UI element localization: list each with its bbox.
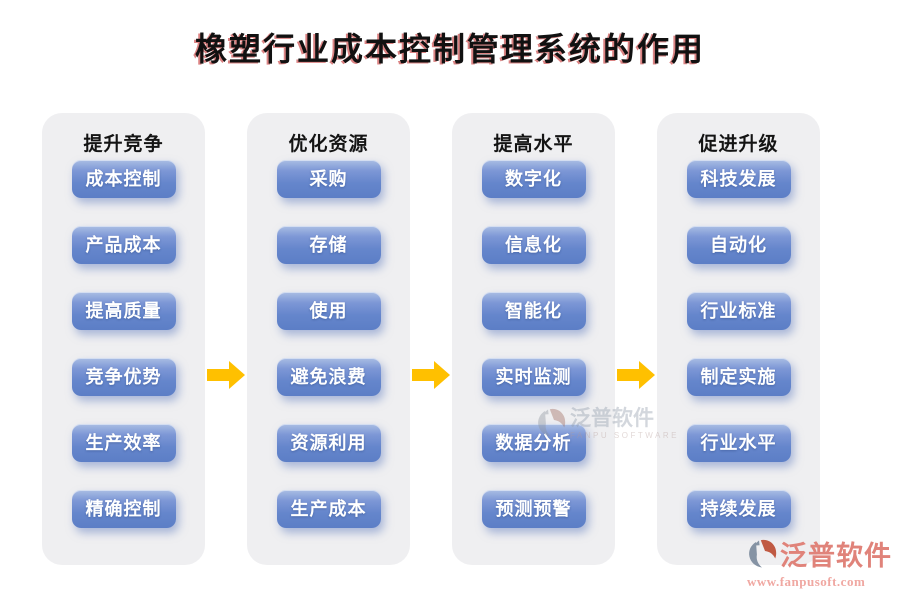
page-title: 橡塑行业成本控制管理系统的作用 [194,31,705,67]
flow-item: 生产成本 [276,490,381,528]
flow-item: 数字化 [481,160,586,198]
flow-column-improve-competition: 提升竞争 成本控制 产品成本 提高质量 竞争优势 生产效率 精确控制 [42,113,205,565]
flow-item: 提高质量 [71,292,176,330]
flow-item: 使用 [276,292,381,330]
flow-item: 预测预警 [481,490,586,528]
flow-item: 行业标准 [686,292,791,330]
column-header: 提升竞争 [83,134,164,155]
flow-item: 数据分析 [481,424,586,462]
flow-item: 避免浪费 [276,358,381,396]
flow-column-optimize-resources: 优化资源 采购 存储 使用 避免浪费 资源利用 生产成本 [247,113,410,565]
flow-item: 生产效率 [71,424,176,462]
flow-item: 智能化 [481,292,586,330]
arrow-right-icon [207,361,245,389]
arrow-right-icon [412,361,450,389]
brand-url: www.fanpusoft.com [747,574,866,589]
arrow-right-icon [617,361,655,389]
column-header: 优化资源 [288,134,369,155]
flow-item: 信息化 [481,226,586,264]
flow-item: 竞争优势 [71,358,176,396]
flow-item: 资源利用 [276,424,381,462]
flow-item: 成本控制 [71,160,176,198]
column-header: 促进升级 [698,134,779,155]
brand-name: 泛普软件 [780,541,892,571]
brand-footer: 泛普软件 www.fanpusoft.com [747,534,892,590]
flow-item: 存储 [276,226,381,264]
column-header: 提高水平 [493,134,574,155]
flow-item: 产品成本 [71,226,176,264]
flow-item: 行业水平 [686,424,791,462]
flow-column-raise-level: 提高水平 数字化 信息化 智能化 实时监测 数据分析 预测预警 [452,113,615,565]
flow-item: 自动化 [686,226,791,264]
flow-item: 科技发展 [686,160,791,198]
flow-item: 采购 [276,160,381,198]
flow-item: 精确控制 [71,490,176,528]
fanpu-logo-icon [749,539,777,567]
flow-item: 制定实施 [686,358,791,396]
flow-item: 持续发展 [686,490,791,528]
flow-item: 实时监测 [481,358,586,396]
flow-column-promote-upgrade: 促进升级 科技发展 自动化 行业标准 制定实施 行业水平 持续发展 [657,113,820,565]
